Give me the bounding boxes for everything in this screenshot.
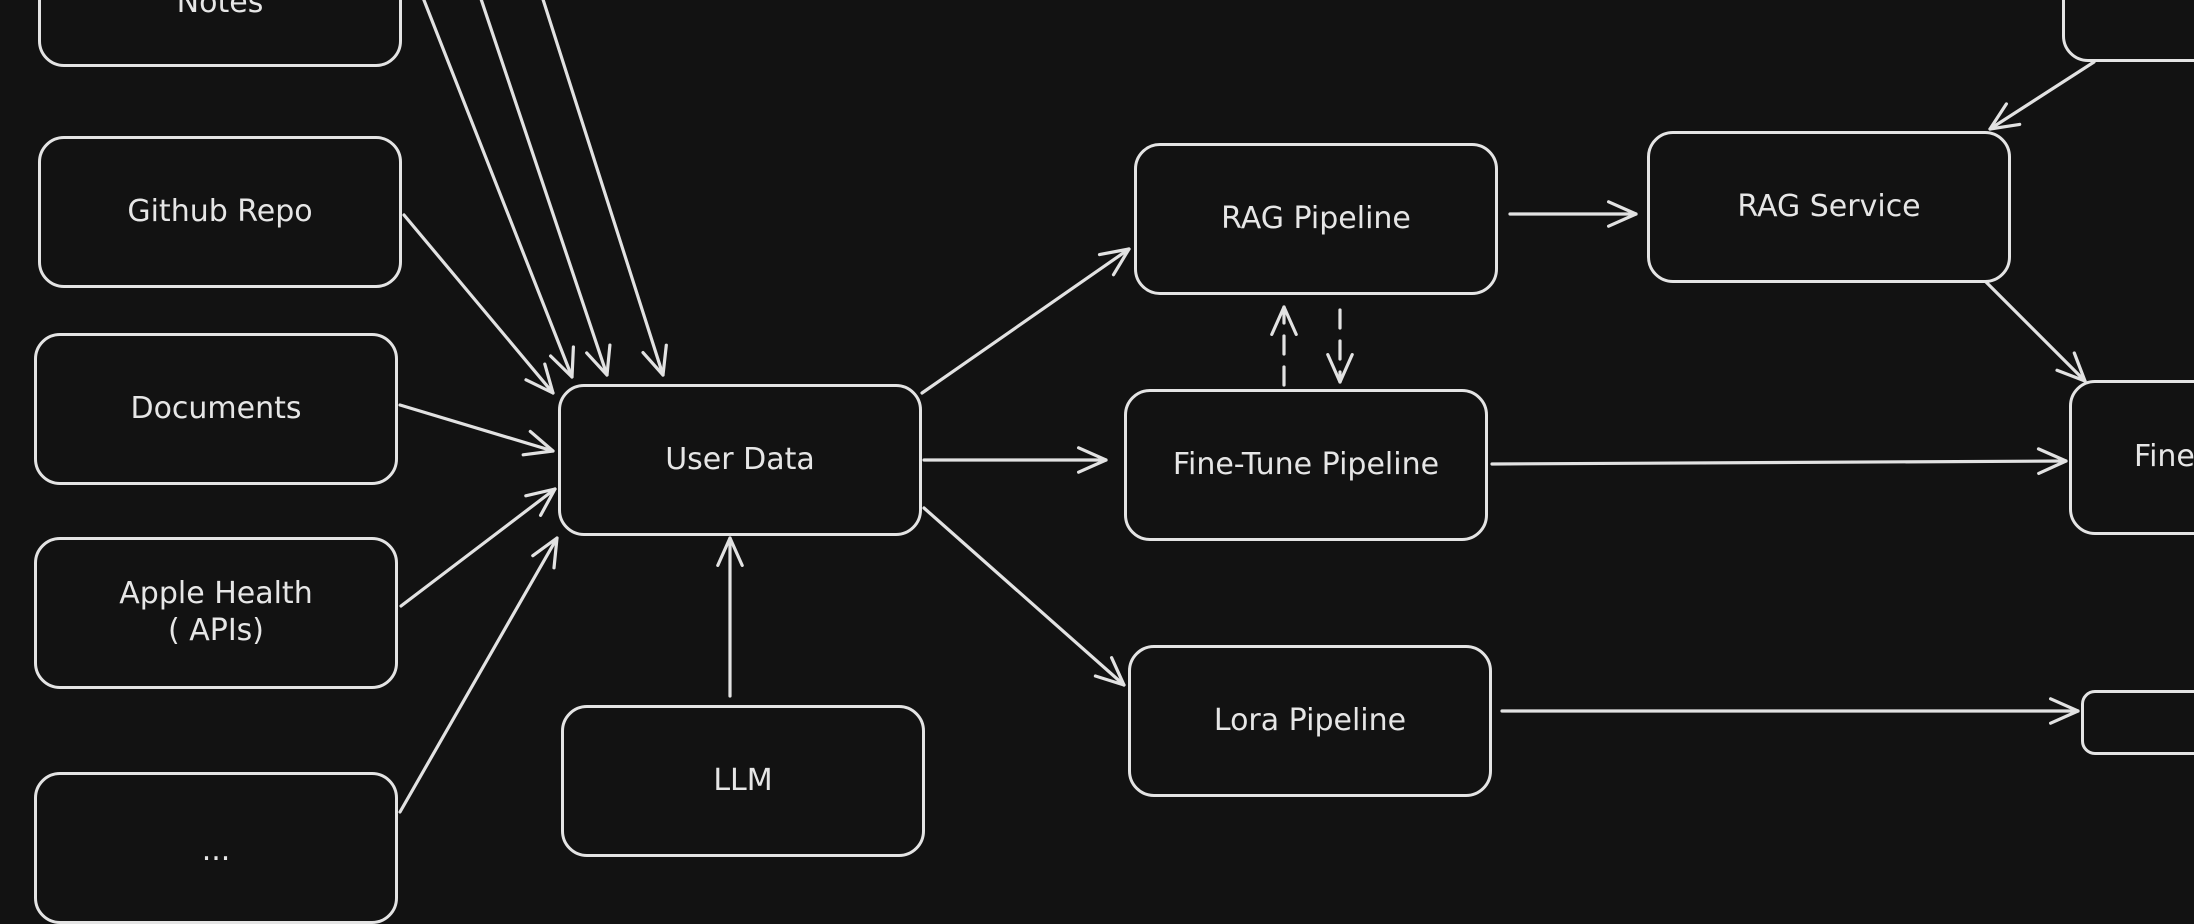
node-user-data-label: User Data [665, 441, 815, 477]
node-github-repo-label: Github Repo [127, 193, 313, 229]
edge-user-data-to-rag-pipeline [920, 247, 1131, 395]
edge-rag-pipeline-to-fine-tune-pipeline [1326, 308, 1354, 384]
edge-llm-to-user-data [716, 536, 744, 698]
arrowhead [585, 343, 612, 377]
edge-line [398, 536, 559, 814]
node-lora-pipeline-label: Lora Pipeline [1213, 702, 1407, 738]
node-llm-label: LLM [713, 762, 773, 798]
arrowhead [1607, 200, 1638, 228]
edge-line [399, 487, 557, 608]
node-top-right-clipped[interactable] [2062, 0, 2194, 62]
arrowhead [549, 345, 575, 379]
edge-top-left-clipped-to-user-data [422, 0, 575, 379]
node-rag-pipeline-label: RAG Pipeline [1221, 200, 1411, 236]
arrowhead [1093, 656, 1126, 687]
arrowhead [2049, 697, 2080, 725]
node-fine-tune-pipeline-label: Fine-Tune Pipeline [1172, 446, 1440, 482]
edge-line [920, 247, 1131, 395]
node-lora-pipeline[interactable]: Lora Pipeline [1128, 645, 1492, 797]
node-rag-service-label: RAG Service [1737, 188, 1921, 224]
node-apple-health-label: Apple Health ( APIs) [119, 576, 313, 648]
arrowhead [716, 536, 744, 567]
node-apple-health[interactable]: Apple Health ( APIs) [34, 537, 398, 689]
edge-line [1988, 60, 2096, 131]
arrowhead [1077, 446, 1108, 474]
edge-more-sources-to-user-data [398, 536, 559, 814]
edge-rag-service-to-fine-tuned-model [1984, 280, 2087, 383]
arrowhead [1326, 353, 1354, 384]
edge-top-left-clipped-to-user-data [541, 0, 668, 377]
edge-user-data-to-lora-pipeline [922, 506, 1126, 687]
node-documents-label: Documents [130, 390, 302, 426]
arrowhead [1097, 247, 1131, 277]
node-more-sources[interactable]: ... [34, 772, 398, 924]
node-fine-tuned-model-label: Fine [2134, 439, 2194, 475]
edge-user-data-to-fine-tune-pipeline [922, 446, 1108, 474]
arrowhead [521, 429, 555, 457]
arrowhead [524, 487, 557, 517]
arrowhead [524, 362, 555, 395]
edge-line [1984, 280, 2087, 383]
node-llm[interactable]: LLM [561, 705, 925, 857]
edge-fine-tune-pipeline-to-fine-tuned-model [1490, 447, 2068, 475]
edge-line [402, 213, 555, 395]
edge-top-left-clipped-to-user-data [479, 0, 612, 377]
node-documents[interactable]: Documents [34, 333, 398, 485]
node-more-sources-label: ... [201, 833, 231, 868]
diagram-edges [398, 0, 2096, 814]
edge-github-repo-to-user-data [402, 213, 555, 395]
node-rag-pipeline[interactable]: RAG Pipeline [1134, 143, 1498, 295]
edge-line [398, 403, 555, 453]
arrowhead [2036, 447, 2068, 475]
arrowhead [531, 536, 559, 570]
node-top-left-clipped-label: Notes [176, 0, 264, 20]
edge-fine-tune-pipeline-to-rag-pipeline [1270, 305, 1298, 387]
arrowhead [1988, 102, 2022, 131]
edge-lora-pipeline-to-bottom-right-clipped [1500, 697, 2080, 725]
edge-line [1490, 459, 2068, 466]
node-github-repo[interactable]: Github Repo [38, 136, 402, 288]
edge-line [479, 0, 609, 377]
node-fine-tuned-model[interactable]: Fine [2069, 380, 2194, 535]
edge-rag-pipeline-to-rag-service [1508, 200, 1638, 228]
edge-top-right-clipped-to-rag-service [1988, 60, 2096, 131]
edge-documents-to-user-data [398, 403, 555, 457]
edge-line [541, 0, 665, 377]
node-top-left-clipped[interactable]: Notes [38, 0, 402, 67]
node-fine-tune-pipeline[interactable]: Fine-Tune Pipeline [1124, 389, 1488, 541]
diagram-canvas: Notes Github Repo Documents Apple Health… [34, 0, 2194, 924]
node-user-data[interactable]: User Data [558, 384, 922, 536]
node-rag-service[interactable]: RAG Service [1647, 131, 2011, 283]
edge-line [922, 506, 1126, 687]
arrowhead [641, 343, 668, 377]
node-bottom-right-clipped[interactable] [2081, 690, 2194, 755]
arrowhead [1270, 305, 1298, 336]
edge-apple-health-to-user-data [399, 487, 557, 608]
edge-line [422, 0, 574, 379]
